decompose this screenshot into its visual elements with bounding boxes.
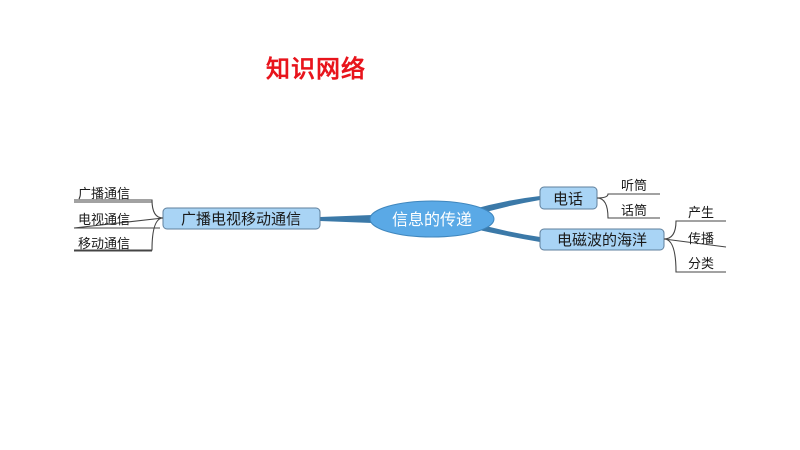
leaf-phone-2: 话筒 xyxy=(621,203,647,219)
page-title: 知识网络 xyxy=(266,54,366,83)
branch-broadcast-label: 广播电视移动通信 xyxy=(181,210,301,228)
leaf-em-1: 产生 xyxy=(688,206,714,221)
leaf-connector-em xyxy=(663,220,727,273)
leaf-broadcast-2: 电视通信 xyxy=(78,213,130,228)
center-node[interactable] xyxy=(369,200,495,238)
branch-em-label: 电磁波的海洋 xyxy=(557,231,647,249)
branch-phone-label: 电话 xyxy=(553,190,583,208)
leaf-em-2: 传播 xyxy=(688,232,714,247)
leaf-phone-1: 听筒 xyxy=(621,178,647,194)
connector-left xyxy=(320,215,372,223)
center-node-label: 信息的传递 xyxy=(392,210,472,229)
leaf-broadcast-3: 移动通信 xyxy=(78,237,130,252)
leaf-broadcast-1: 广播通信 xyxy=(78,187,130,202)
leaf-connector-phone xyxy=(596,193,660,219)
leaf-em-3: 分类 xyxy=(688,257,714,272)
